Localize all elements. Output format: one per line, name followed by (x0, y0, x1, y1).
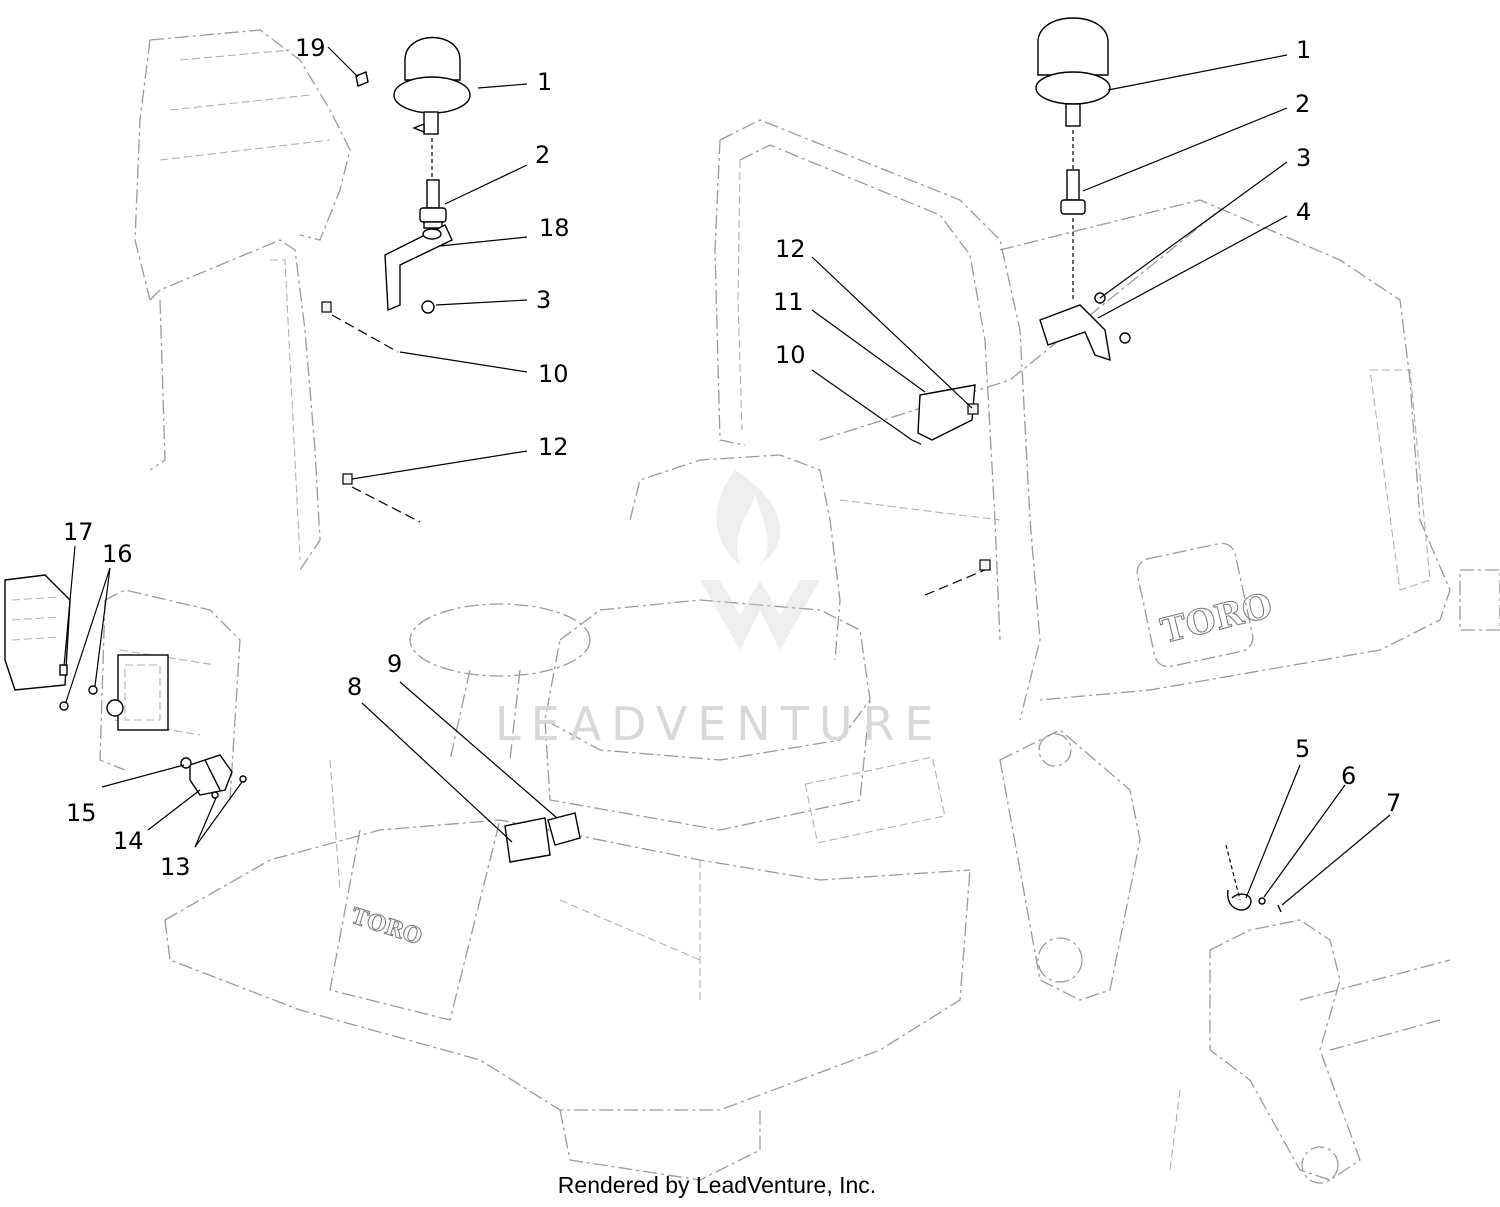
callout-19: 19 (295, 34, 326, 62)
callout-14: 14 (113, 827, 144, 855)
callout-1-right: 1 (1296, 36, 1311, 64)
callout-13: 13 (160, 853, 191, 881)
fuse-16a (88, 685, 98, 695)
screw-13a (239, 775, 247, 783)
callout-labels: 19 1 2 18 3 10 12 17 16 15 14 13 9 8 12 … (63, 34, 1401, 881)
render-credit-text: Rendered by LeadVenture, Inc. (557, 1172, 877, 1198)
callout-12-left: 12 (538, 433, 569, 461)
decal-8 (504, 817, 551, 863)
watermark-text: LEADVENTURE (495, 697, 944, 751)
switch-9 (547, 812, 581, 846)
fuse-block-cover (4, 574, 71, 691)
callout-1-left: 1 (537, 68, 552, 96)
relay-block (106, 654, 169, 731)
beacon-light-left (393, 36, 471, 135)
fuse-17 (59, 664, 68, 676)
callout-16: 16 (102, 540, 133, 568)
callout-11: 11 (773, 288, 804, 316)
decal-11-right (917, 384, 979, 441)
nut-15 (180, 757, 192, 769)
cable-tie-left-lower (351, 486, 421, 523)
screw-19 (355, 71, 369, 87)
pin-7 (1277, 904, 1282, 913)
cable-tie-right (911, 439, 926, 447)
callout-17: 17 (63, 518, 94, 546)
label-12-left (342, 473, 353, 485)
hood-brand-decal: TORO (1157, 586, 1276, 652)
mount-tube-right (1060, 169, 1086, 215)
callout-15: 15 (66, 799, 97, 827)
machine-phantom-outline (99, 29, 1500, 1184)
callout-2-left: 2 (535, 141, 550, 169)
callout-12-right: 12 (775, 235, 806, 263)
render-credit: Rendered by LeadVenture, Inc. (0, 1172, 1500, 1199)
callout-5: 5 (1295, 735, 1310, 763)
screw-13b (211, 791, 219, 799)
callout-7: 7 (1386, 789, 1401, 817)
callout-6: 6 (1341, 762, 1356, 790)
mount-tube-left (419, 179, 447, 229)
floor-brand-decal: TORO (348, 903, 425, 950)
callout-3-right: 3 (1296, 144, 1311, 172)
washer-6 (1258, 897, 1266, 905)
cable-tie-left-upper (331, 314, 399, 353)
pin-axis (1225, 844, 1241, 901)
nut-left (421, 300, 435, 314)
callout-18: 18 (539, 214, 570, 242)
callout-10-left: 10 (538, 360, 569, 388)
mount-bracket-right (1039, 292, 1131, 362)
mount-bracket-left (384, 224, 453, 312)
fuse-16b (59, 701, 69, 711)
cable-tie-right-lower (924, 569, 986, 596)
callout-10-right: 10 (775, 341, 806, 369)
callout-9: 9 (387, 650, 402, 678)
callout-3-left: 3 (536, 286, 551, 314)
cable-tie-mount-left (321, 301, 332, 313)
cable-tie-mount-right (979, 559, 991, 571)
beacon-light-right (1035, 17, 1111, 127)
callout-8: 8 (347, 673, 362, 701)
watermark-logo (700, 470, 820, 650)
callout-4: 4 (1296, 198, 1311, 226)
leader-lines (63, 46, 1391, 906)
callout-2-right: 2 (1295, 90, 1310, 118)
switch-14 (189, 754, 233, 796)
